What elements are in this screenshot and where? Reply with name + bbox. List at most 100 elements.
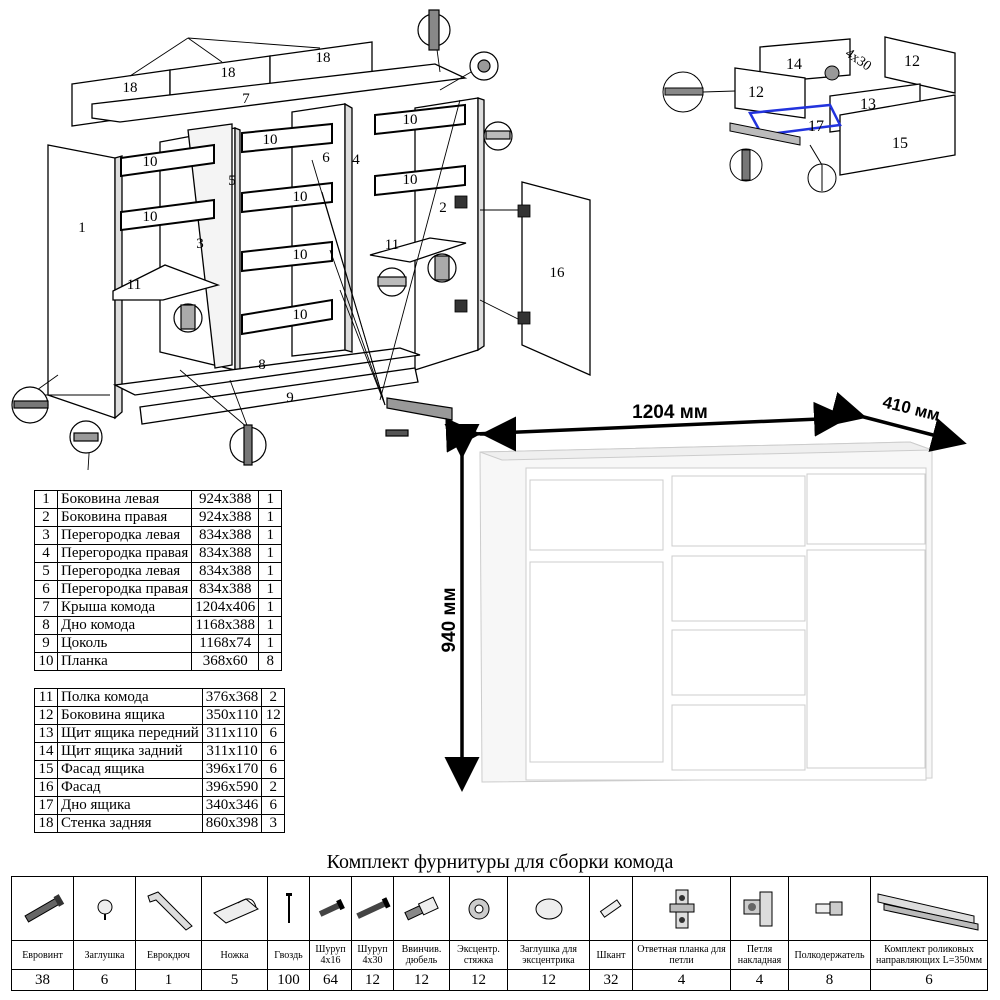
part-name-cell: Стенка задняя <box>57 814 203 833</box>
hardware-label-cell: Полкодержатель <box>788 940 871 970</box>
drawer-side-panel <box>884 36 956 94</box>
shelf <box>112 264 221 301</box>
part-size-cell: 924x388 <box>191 508 260 527</box>
hardware-label-cell: Ножка <box>201 940 268 970</box>
part-qty-cell: 1 <box>258 598 283 617</box>
hardware-icon-cell <box>73 876 136 941</box>
hardware-qty-cell: 100 <box>267 969 310 991</box>
part-number-label: 6 <box>322 150 330 166</box>
hardware-qty-cell: 4 <box>632 969 731 991</box>
drawer-side-panel <box>734 67 806 119</box>
part-number-label: 5 <box>228 173 236 189</box>
cam-lock-icon <box>468 898 489 919</box>
part-number-label: 2 <box>439 200 447 216</box>
hardware-qty-cell: 38 <box>11 969 74 991</box>
hardware-label-cell: Шкант <box>589 940 633 970</box>
drawer-part-label: 12 <box>904 53 920 70</box>
hardware-qty-cell: 12 <box>449 969 508 991</box>
part-number-label: 10 <box>143 154 158 170</box>
drawer-part-label: 15 <box>892 135 908 152</box>
part-size-cell: 1168x388 <box>191 616 260 635</box>
hardware-label-cell: Эксцентр. стяжка <box>449 940 508 970</box>
part-number-cell: 16 <box>34 778 58 797</box>
part-qty-cell: 12 <box>261 706 286 725</box>
part-number-cell: 12 <box>34 706 58 725</box>
drawer-bottom-outline <box>748 103 842 137</box>
hardware-kit-title: Комплект фурнитуры для сборки комода <box>326 851 674 873</box>
part-size-cell: 340x346 <box>201 796 263 815</box>
part-number-label: 1 <box>78 220 86 236</box>
hardware-icon-cell <box>201 876 268 941</box>
part-number-label: 3 <box>196 236 204 252</box>
hardware-icon-cell <box>507 876 590 941</box>
part-size-cell: 834x388 <box>191 580 260 599</box>
part-number-cell: 9 <box>34 634 58 653</box>
part-number-label: 11 <box>127 277 141 293</box>
plinth-panel <box>139 367 419 425</box>
part-qty-cell: 1 <box>258 490 283 509</box>
part-name-cell: Перегородка левая <box>56 562 193 581</box>
hardware-icon-cell <box>393 876 450 941</box>
part-name-cell: Планка <box>56 652 193 671</box>
hardware-icon-cell <box>135 876 202 941</box>
part-number-cell: 3 <box>34 526 58 545</box>
hardware-label-cell: Ввинчив. дюбель <box>393 940 450 970</box>
width-dimension: 1204 мм <box>632 402 708 423</box>
part-size-cell: 376x368 <box>201 688 263 707</box>
part-number-label: 18 <box>221 65 236 81</box>
part-size-cell: 834x388 <box>191 562 260 581</box>
part-size-cell: 311x110 <box>201 724 263 743</box>
part-number-label: 10 <box>293 247 308 263</box>
hardware-label-cell: Шуруп 4x16 <box>309 940 352 970</box>
top-panel <box>91 63 468 123</box>
hardware-icon-cell <box>730 876 789 941</box>
hardware-qty-cell: 4 <box>730 969 789 991</box>
part-number-cell: 18 <box>34 814 58 833</box>
part-name-cell: Боковина ящика <box>57 706 203 725</box>
hinge-plate-icon <box>669 889 694 928</box>
hardware-label-cell: Заглушка для эксцентрика <box>507 940 590 970</box>
drawer-facade-panel <box>839 94 956 176</box>
eurovint-icon <box>23 893 64 923</box>
part-number-cell: 17 <box>34 796 58 815</box>
drawer-part-label: 13 <box>860 96 876 113</box>
part-number-label: 16 <box>550 265 566 281</box>
dowel-screw-icon <box>403 896 439 920</box>
hardware-qty-cell: 5 <box>201 969 268 991</box>
hardware-icon-cell <box>632 876 731 941</box>
part-number-label: 9 <box>286 390 294 406</box>
hardware-label-cell: Шуруп 4x30 <box>351 940 394 970</box>
cap-icon <box>97 899 112 920</box>
hardware-icon-cell <box>351 876 394 941</box>
part-qty-cell: 1 <box>258 616 283 635</box>
part-qty-cell: 1 <box>258 508 283 527</box>
height-dimension: 940 мм <box>440 587 460 652</box>
side-panel-left <box>47 144 116 419</box>
part-qty-cell: 6 <box>261 796 286 815</box>
hardware-qty-cell: 12 <box>393 969 450 991</box>
depth-dimension: 410 мм <box>881 392 942 425</box>
door-panel <box>521 181 591 376</box>
part-name-cell: Полка комода <box>57 688 203 707</box>
part-name-cell: Щит ящика передний <box>57 724 203 743</box>
cam-cap-icon <box>535 898 562 919</box>
drawer-part-label: 12 <box>748 84 764 101</box>
part-qty-cell: 3 <box>261 814 286 833</box>
hardware-qty-cell: 32 <box>589 969 633 991</box>
part-qty-cell: 1 <box>258 544 283 563</box>
part-number-cell: 4 <box>34 544 58 563</box>
hardware-label-cell: Комплект роликовых направляющих L=350мм <box>870 940 988 970</box>
part-size-cell: 396x590 <box>201 778 263 797</box>
hardware-qty-cell: 64 <box>309 969 352 991</box>
part-number-label: 4 <box>352 152 360 168</box>
part-qty-cell: 1 <box>258 634 283 653</box>
hardware-icon-cell <box>449 876 508 941</box>
